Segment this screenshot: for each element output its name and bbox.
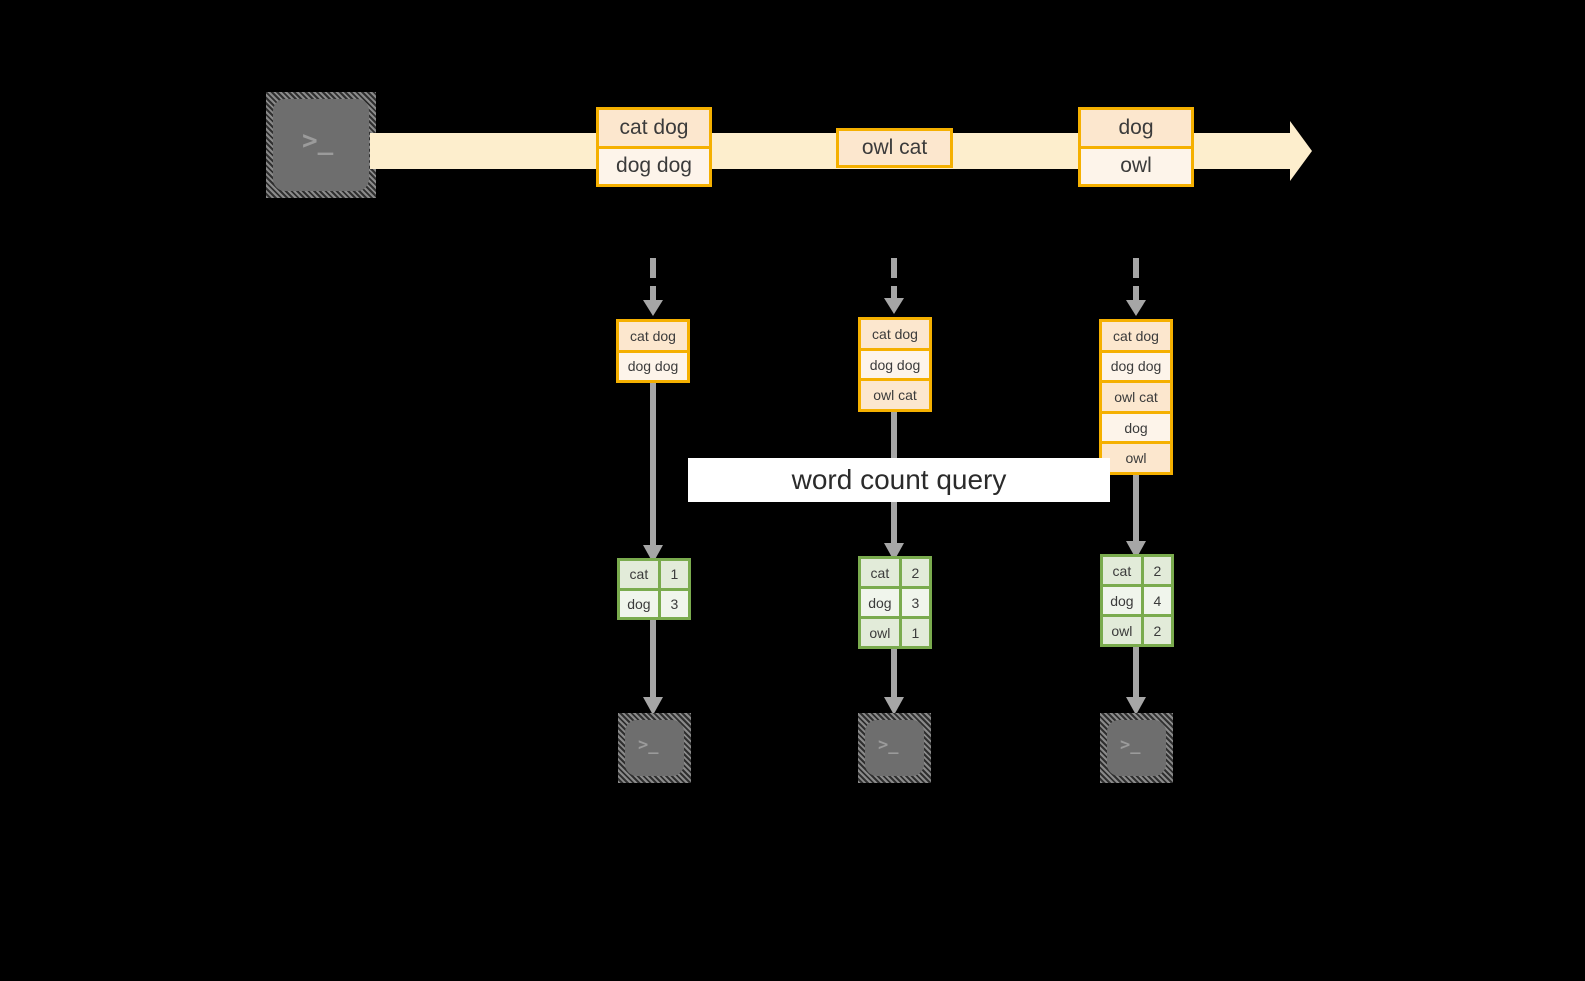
terminal-body — [865, 720, 924, 776]
query-label-text: word count query — [791, 464, 1007, 495]
word-cell: dog — [620, 590, 661, 617]
log-line: dog dog — [619, 352, 687, 380]
stream-tap-dash-3-a — [1133, 258, 1139, 278]
terminal-body — [273, 99, 369, 191]
sink-connector-2 — [891, 649, 897, 702]
table-row: dog 4 — [1103, 587, 1171, 617]
count-cell: 3 — [660, 590, 688, 617]
stream-tap-arrowhead-3 — [1126, 300, 1146, 316]
log-line: cat dog — [861, 320, 929, 351]
sink-connector-arrowhead-2 — [884, 697, 904, 715]
word-cell: dog — [1103, 587, 1144, 614]
word-cell: dog — [861, 589, 902, 616]
log-line: dog dog — [1102, 352, 1170, 384]
terminal-prompt-glyph: >_ — [302, 126, 334, 156]
log-line: cat dog — [619, 322, 687, 353]
accumulated-log-3: cat dog dog dog owl cat dog owl — [1099, 319, 1173, 475]
word-cell: owl — [1103, 617, 1144, 644]
stream-event-line: dog dog — [599, 148, 709, 184]
query-connector-1 — [650, 383, 656, 550]
terminal-prompt-glyph: >_ — [878, 735, 899, 755]
count-cell: 2 — [901, 559, 929, 586]
query-label-band: word count query — [688, 458, 1110, 502]
table-row: cat 2 — [1103, 557, 1171, 587]
sink-terminal-2: >_ — [858, 713, 931, 783]
stream-event-line: owl cat — [839, 131, 950, 165]
sink-connector-arrowhead-1 — [643, 697, 663, 715]
sink-terminal-1: >_ — [618, 713, 691, 783]
word-count-table-2: cat 2 dog 3 owl 1 — [858, 556, 932, 649]
table-row: dog 3 — [620, 590, 688, 617]
accumulated-log-2: cat dog dog dog owl cat — [858, 317, 932, 412]
table-row: cat 2 — [861, 559, 929, 589]
count-cell: 4 — [1143, 587, 1171, 614]
stream-event-line: dog — [1081, 110, 1191, 149]
source-terminal-icon: >_ — [266, 92, 376, 198]
log-line: owl cat — [1102, 383, 1170, 414]
stream-event-3: dog owl — [1078, 107, 1194, 187]
stream-tap-dash-2-b — [891, 286, 897, 302]
word-cell: cat — [620, 561, 661, 588]
stream-tap-arrowhead-2 — [884, 298, 904, 314]
stream-event-2: owl cat — [836, 128, 953, 168]
word-count-table-1: cat 1 dog 3 — [617, 558, 691, 620]
table-row: owl 2 — [1103, 617, 1171, 644]
log-line: dog dog — [861, 350, 929, 382]
accumulated-log-1: cat dog dog dog — [616, 319, 690, 383]
terminal-body — [1107, 720, 1166, 776]
log-line: dog — [1102, 413, 1170, 445]
sink-terminal-3: >_ — [1100, 713, 1173, 783]
stream-tap-arrowhead-1 — [643, 300, 663, 316]
stream-tap-dash-3-b — [1133, 286, 1139, 304]
stream-tap-dash-1-a — [650, 258, 656, 278]
count-cell: 1 — [660, 561, 688, 588]
stream-arrowhead — [1290, 121, 1312, 181]
count-cell: 1 — [901, 619, 929, 646]
terminal-prompt-glyph: >_ — [638, 735, 659, 755]
count-cell: 2 — [1143, 617, 1171, 644]
log-line: owl cat — [861, 381, 929, 410]
terminal-prompt-glyph: >_ — [1120, 735, 1141, 755]
stream-event-1: cat dog dog dog — [596, 107, 712, 187]
sink-connector-arrowhead-3 — [1126, 697, 1146, 715]
word-cell: owl — [861, 619, 902, 646]
table-row: owl 1 — [861, 619, 929, 646]
stream-event-line: owl — [1081, 148, 1191, 184]
count-cell: 3 — [901, 589, 929, 616]
count-cell: 2 — [1143, 557, 1171, 584]
log-line: owl — [1102, 444, 1170, 472]
sink-connector-3 — [1133, 647, 1139, 702]
query-connector-3 — [1133, 475, 1139, 548]
table-row: dog 3 — [861, 589, 929, 619]
word-cell: cat — [1103, 557, 1144, 584]
sink-connector-1 — [650, 620, 656, 702]
table-row: cat 1 — [620, 561, 688, 591]
stream-tap-dash-1-b — [650, 286, 656, 304]
stream-event-line: cat dog — [599, 110, 709, 149]
word-count-table-3: cat 2 dog 4 owl 2 — [1100, 554, 1174, 647]
terminal-body — [625, 720, 684, 776]
word-cell: cat — [861, 559, 902, 586]
log-line: cat dog — [1102, 322, 1170, 353]
stream-tap-dash-2-a — [891, 258, 897, 278]
